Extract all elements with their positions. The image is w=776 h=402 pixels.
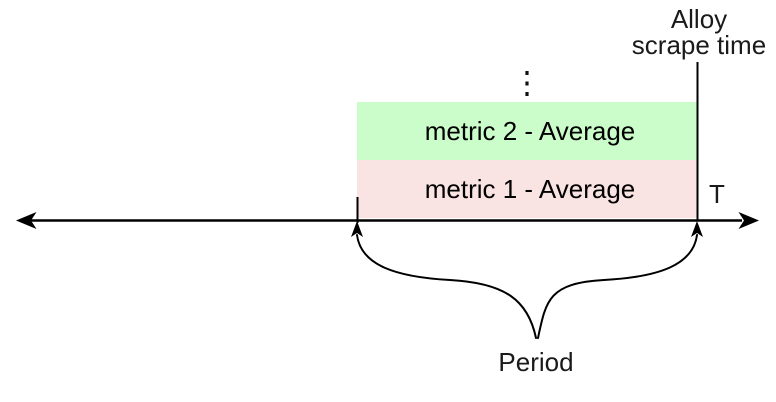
period-brace-left-curve <box>356 234 537 339</box>
vertical-ellipsis-icon: ⋮ <box>512 65 543 100</box>
scrape-time-label-line2: scrape time <box>632 30 766 60</box>
period-brace-right-arrowhead-icon <box>691 221 703 237</box>
metric2-average-label: metric 2 - Average <box>425 116 636 146</box>
period-brace-left-arrowhead-icon <box>351 221 363 237</box>
time-axis-right-arrowhead-icon <box>738 212 759 229</box>
time-axis-left-arrowhead-icon <box>16 212 37 229</box>
metric2-average-box <box>357 102 697 160</box>
t-label: T <box>709 179 725 209</box>
period-label: Period <box>498 347 573 377</box>
period-brace-right-curve <box>537 234 698 339</box>
scrape-time-label-line1: Alloy <box>671 4 727 34</box>
metric1-average-box <box>357 160 697 218</box>
metric1-average-label: metric 1 - Average <box>425 174 636 204</box>
